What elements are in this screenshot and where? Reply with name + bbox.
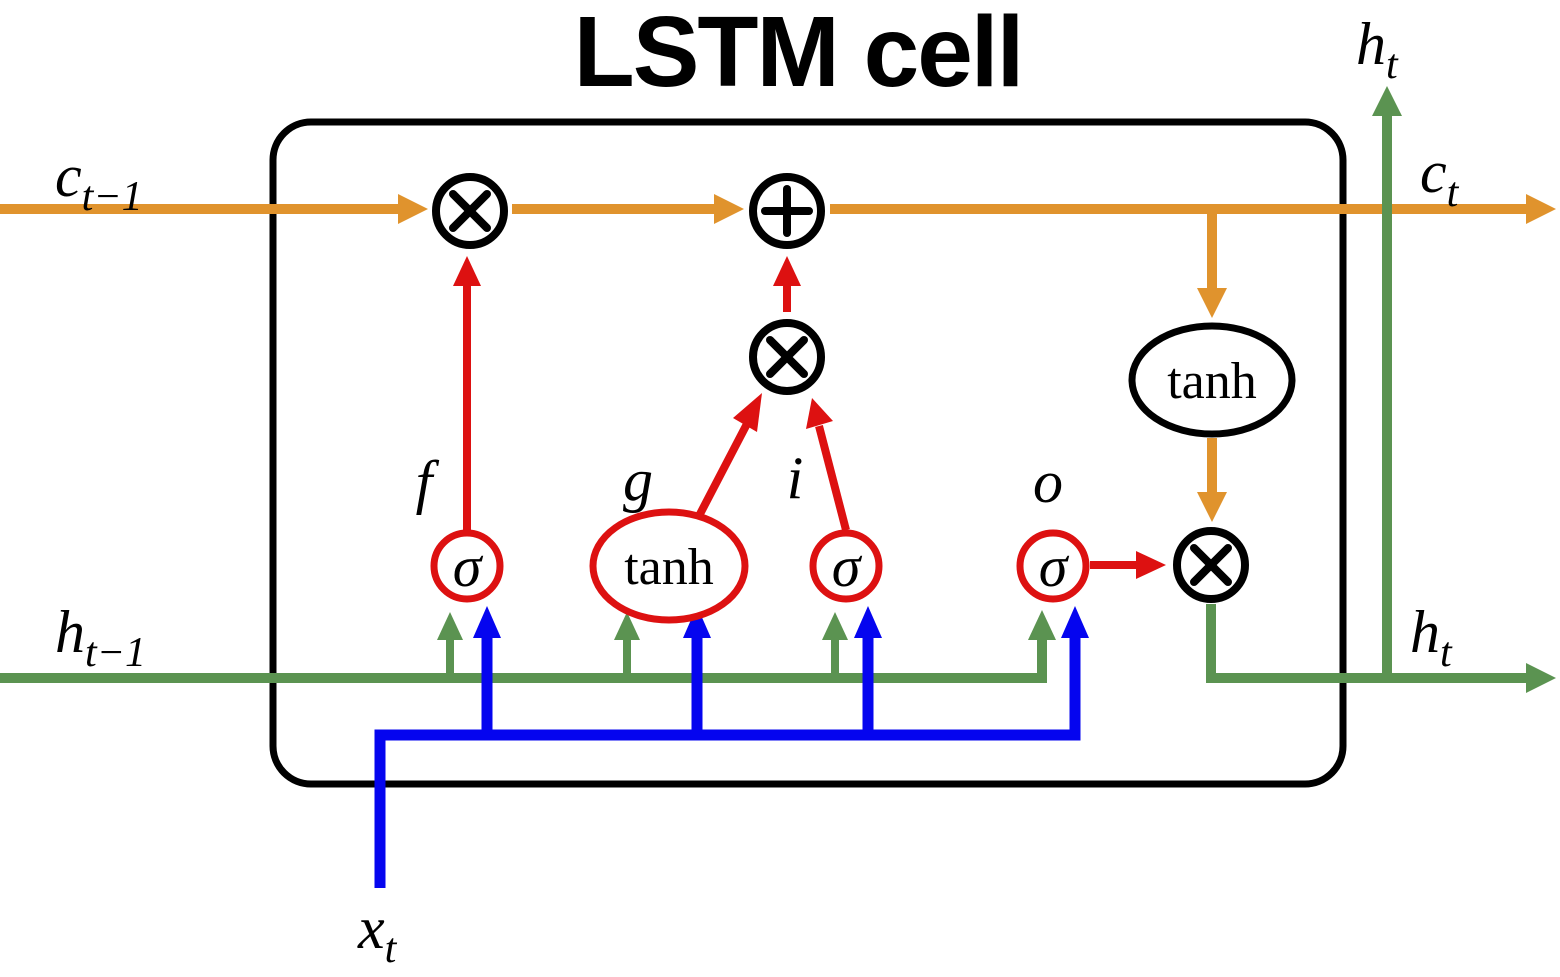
candidate-gate-symbol: tanh	[624, 539, 714, 596]
arrowhead	[1136, 551, 1166, 579]
forget-gate-letter: f	[416, 449, 440, 515]
output-gate-symbol: σ	[1039, 534, 1070, 599]
hidden-state-line	[0, 86, 1556, 693]
arrowhead	[1197, 492, 1227, 522]
forget-gate-symbol: σ	[453, 534, 484, 599]
arrowhead	[473, 606, 501, 638]
output-gate-letter: o	[1033, 449, 1063, 515]
cell-output-label: ct	[1420, 139, 1460, 216]
hidden-state-main	[0, 640, 1047, 683]
arrowhead	[683, 606, 711, 638]
candidate-gate-letter: g	[623, 447, 653, 513]
input-line	[374, 606, 1089, 888]
tanh-ellipse	[589, 508, 749, 624]
output-multiply-node	[1173, 527, 1249, 603]
input-gate-letter: i	[787, 445, 804, 511]
arrowhead	[1526, 663, 1556, 693]
hidden-output-top-label: ht	[1356, 11, 1399, 88]
input-gate: σ	[809, 529, 883, 603]
input-gate-to-multiply	[815, 424, 850, 532]
arrowhead	[1526, 194, 1556, 224]
input-gate-symbol: σ	[832, 534, 863, 599]
diagram-title: LSTM cell	[574, 0, 1023, 108]
sigma-circle	[1016, 529, 1090, 603]
hidden-output-line	[1206, 604, 1528, 683]
cell-tanh-label: tanh	[1167, 353, 1257, 410]
hidden-input-label: ht−1	[55, 599, 146, 676]
forget-multiply-node	[432, 173, 508, 249]
input-label: xt	[357, 895, 398, 972]
cell-state-line	[0, 194, 1556, 522]
candidate-multiply-node	[749, 319, 825, 395]
input-main	[374, 638, 1081, 888]
arrowhead	[614, 612, 640, 640]
multiply-icon	[1190, 544, 1232, 586]
tanh-ellipse	[1128, 322, 1296, 438]
arrowhead	[806, 398, 833, 429]
sigma-circle	[430, 529, 504, 603]
cell-add-node	[749, 173, 825, 249]
lstm-cell-boundary	[269, 118, 1347, 788]
cell-input-label: ct−1	[55, 143, 143, 220]
arrowhead	[437, 612, 463, 640]
arrowhead	[854, 606, 882, 638]
output-gate: σ	[1016, 529, 1090, 603]
arrowhead	[398, 194, 428, 224]
arrowhead	[1028, 610, 1056, 640]
hidden-output-right-label: ht	[1410, 599, 1453, 676]
forget-gate: σ	[430, 529, 504, 603]
cell-tanh-node: tanh	[1128, 322, 1296, 438]
gate-output-lines	[453, 256, 1166, 579]
arrowhead	[453, 256, 481, 286]
arrowhead	[1372, 86, 1402, 116]
candidate-to-multiply	[696, 418, 753, 516]
arrowhead	[1061, 606, 1089, 638]
arrowhead	[733, 393, 762, 432]
sigma-circle	[809, 529, 883, 603]
multiply-icon	[449, 190, 491, 232]
arrowhead	[714, 194, 744, 224]
arrowhead	[1197, 288, 1227, 318]
arrowhead	[773, 256, 801, 286]
arrowhead	[822, 612, 848, 640]
add-icon	[761, 185, 813, 237]
candidate-gate: tanh	[589, 508, 749, 624]
multiply-icon	[766, 336, 808, 378]
